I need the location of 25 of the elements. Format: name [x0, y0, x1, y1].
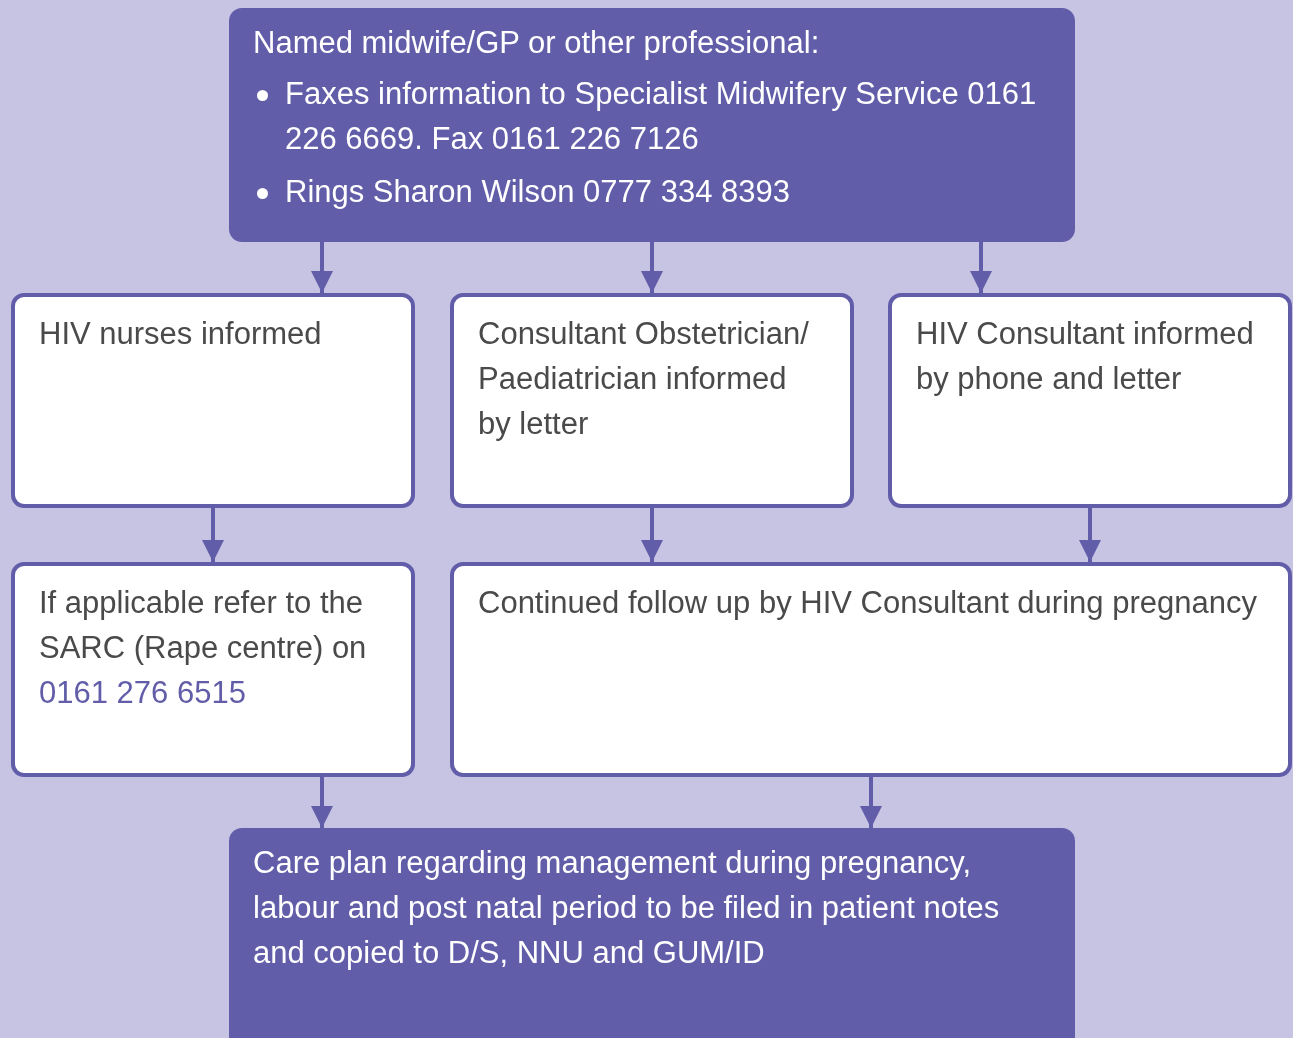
arrow	[641, 508, 663, 562]
arrow	[311, 242, 333, 293]
node-text: Consultant Obstetrician/ Paediatrician informed by letter	[478, 315, 810, 443]
heading-text: Named midwife/GP or other professional:	[253, 24, 821, 62]
node-text: Care plan regarding management during pregnancy, labour and post natal period to be filed in patient notes and copied to D/S, NNU and GUM/ID	[253, 844, 1001, 972]
process-box	[11, 293, 415, 508]
node-text: HIV Consultant informed by phone and letter	[916, 315, 1255, 398]
phone-number: 0161 276 6515	[39, 674, 247, 712]
arrow	[311, 777, 333, 828]
highlight-box	[229, 828, 1075, 1038]
node-text: If applicable refer to the SARC (Rape centre) on	[39, 584, 368, 667]
arrow	[641, 242, 663, 293]
bullet-text: Rings Sharon Wilson 0777 334 8393	[285, 174, 790, 209]
arrow	[970, 242, 992, 293]
arrow	[1079, 508, 1101, 562]
bullet-text: Faxes information to Specialist Midwifery Service 0161 226 6669. Fax 0161 226 7126	[285, 76, 1037, 156]
arrow	[202, 508, 224, 562]
arrow	[860, 777, 882, 828]
process-box	[888, 293, 1292, 508]
node-text: Continued follow up by HIV Consultant during pregnancy	[478, 584, 1258, 622]
process-box	[450, 562, 1292, 777]
highlight-box	[229, 8, 1075, 242]
process-box	[11, 562, 415, 777]
process-box	[450, 293, 854, 508]
node-text: HIV nurses informed	[39, 315, 323, 353]
